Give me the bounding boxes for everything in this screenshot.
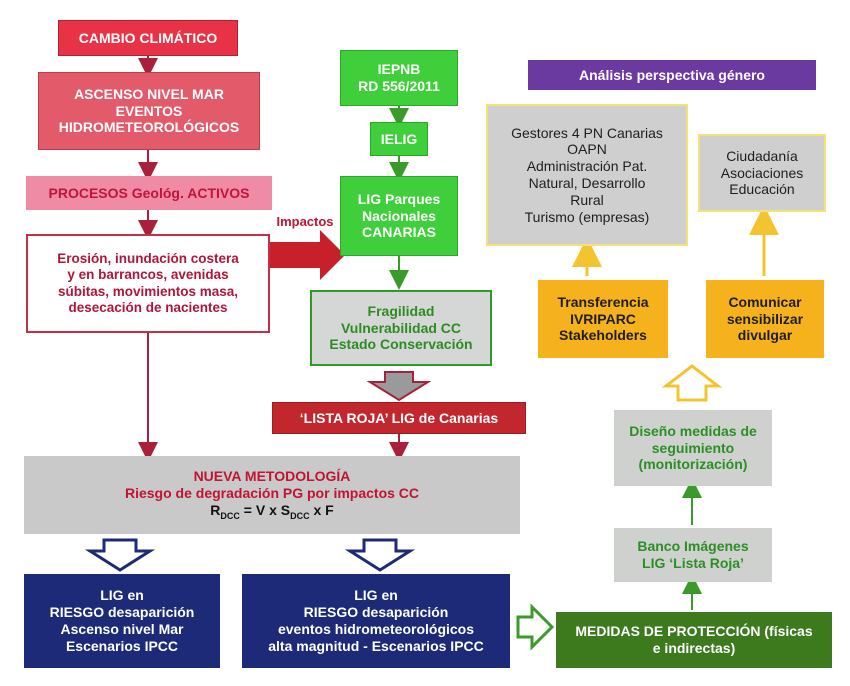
metodologia-subtitle: Riesgo de degradación PG por impactos CC: [124, 485, 420, 502]
impactos-text: Impactos: [276, 214, 334, 230]
yellow-up-arrow: [661, 364, 723, 402]
lig-pn-line-3: CANARIAS: [362, 224, 436, 241]
impactos-label: Impactos: [270, 212, 340, 232]
ascenso-eventos-box: ASCENSO NIVEL MAR EVENTOS HIDROMETEOROLÓ…: [38, 72, 260, 150]
diseno-line-2: seguimiento: [651, 439, 735, 456]
green-right-arrow: [516, 603, 555, 651]
diseno-box: Diseño medidas de seguimiento (monitoriz…: [614, 410, 772, 486]
fragilidad-line-2: Vulnerabilidad CC: [340, 319, 462, 336]
metodologia-box: NUEVA METODOLOGÍA Riesgo de degradación …: [24, 456, 520, 534]
riesgo-mar-line-4: Escenarios IPCC: [65, 637, 179, 654]
ascenso-line-3: HIDROMETEOROLÓGICOS: [58, 119, 240, 136]
medidas-line-1: MEDIDAS DE PROTECCIÓN (físicas: [575, 623, 813, 640]
navy-down-arrow-left: [84, 538, 156, 572]
transferencia-line-1: Transferencia: [557, 293, 649, 310]
transferencia-line-3: Stakeholders: [559, 327, 647, 344]
riesgo-mar-box: LIG en RIESGO desaparición Ascenso nivel…: [24, 574, 220, 668]
ascenso-line-1: ASCENSO NIVEL MAR: [74, 85, 224, 102]
procesos-label: PROCESOS Geológ. ACTIVOS: [48, 184, 250, 201]
riesgo-eventos-line-2: RIESGO desaparición: [303, 604, 449, 621]
riesgo-eventos-box: LIG en RIESGO desaparición eventos hidro…: [242, 574, 510, 668]
navy-down-arrow-right: [344, 538, 416, 572]
fragilidad-line-3: Estado Conservación: [329, 336, 473, 353]
gestores-line-4: Natural, Desarrollo: [528, 175, 646, 191]
iepnb-line-2: RD 556/2011: [358, 78, 440, 94]
lista-roja-box: ‘LISTA ROJA’ LIG de Canarias: [272, 402, 526, 434]
impactos-arrow: [268, 230, 345, 280]
banco-line-1: Banco Imágenes: [637, 538, 749, 555]
ielig-label: IELIG: [380, 130, 418, 147]
riesgo-mar-line-3: Ascenso nivel Mar: [60, 621, 184, 637]
gestores-line-3: Administración Pat.: [526, 158, 648, 175]
banco-box: Banco Imágenes LIG ‘Lista Roja’: [614, 528, 772, 582]
genero-box: Análisis perspectiva género: [528, 60, 816, 90]
gestores-line-6: Turismo (empresas): [524, 208, 650, 225]
gray-down-arrow: [366, 371, 432, 402]
fragilidad-line-1: Fragilidad: [367, 302, 435, 319]
cambio-climatico-label: CAMBIO CLIMÁTICO: [78, 29, 218, 46]
gestores-line-1: Gestores 4 PN Canarias: [511, 124, 663, 141]
diseno-line-3: (monitorización): [638, 456, 748, 473]
iepnb-box: IEPNB RD 556/2011: [340, 50, 458, 106]
erosion-line-4: desecación de nacientes: [68, 299, 228, 315]
transferencia-box: Transferencia IVRIPARC Stakeholders: [538, 280, 668, 358]
gestores-line-2: OAPN: [567, 141, 607, 158]
comunicar-line-2: sensibilizar: [726, 310, 804, 327]
riesgo-eventos-line-3: eventos hidrometeorológicos: [277, 621, 475, 637]
riesgo-mar-line-2: RIESGO desaparición: [49, 604, 195, 621]
diseno-line-1: Diseño medidas de: [629, 422, 757, 439]
metodologia-formula: RDCC = V x SDCC x F: [210, 502, 334, 521]
gestores-box: Gestores 4 PN Canarias OAPN Administraci…: [486, 104, 688, 246]
erosion-line-1: Erosión, inundación costera: [57, 251, 239, 267]
comunicar-line-1: Comunicar: [728, 293, 802, 310]
banco-line-2: LIG ‘Lista Roja’: [642, 555, 744, 571]
gestores-line-5: Rural: [570, 191, 604, 208]
ciudadania-line-3: Educación: [729, 181, 795, 198]
lig-pn-line-2: Nacionales: [362, 207, 436, 224]
medidas-line-2: e indirectas): [652, 640, 736, 656]
medidas-box: MEDIDAS DE PROTECCIÓN (físicas e indirec…: [556, 612, 832, 668]
comunicar-line-3: divulgar: [737, 327, 793, 344]
erosion-line-3: súbitas, movimientos masa,: [57, 283, 239, 299]
ielig-box: IELIG: [370, 122, 428, 156]
transferencia-line-2: IVRIPARC: [570, 310, 636, 327]
iepnb-line-1: IEPNB: [377, 61, 421, 78]
ascenso-line-2: EVENTOS: [115, 102, 183, 119]
riesgo-mar-line-1: LIG en: [100, 587, 144, 604]
riesgo-eventos-line-4: alta magnitud - Escenarios IPCC: [268, 637, 484, 654]
lig-pn-line-1: LIG Parques: [357, 190, 441, 207]
cambio-climatico-box: CAMBIO CLIMÁTICO: [58, 20, 238, 56]
erosion-line-2: y en barrancos, avenidas: [67, 267, 229, 283]
ciudadania-line-2: Asociaciones: [720, 164, 804, 181]
lig-parques-box: LIG Parques Nacionales CANARIAS: [340, 176, 458, 256]
ciudadania-box: Ciudadanía Asociaciones Educación: [698, 134, 826, 212]
ciudadania-line-1: Ciudadanía: [726, 147, 798, 164]
riesgo-eventos-line-1: LIG en: [354, 587, 398, 604]
procesos-box: PROCESOS Geológ. ACTIVOS: [26, 176, 272, 210]
metodologia-title: NUEVA METODOLOGÍA: [193, 468, 351, 485]
fragilidad-box: Fragilidad Vulnerabilidad CC Estado Cons…: [310, 290, 492, 366]
erosion-box: Erosión, inundación costera y en barranc…: [26, 234, 270, 333]
genero-label: Análisis perspectiva género: [579, 66, 765, 83]
comunicar-box: Comunicar sensibilizar divulgar: [706, 280, 824, 358]
lista-roja-label: ‘LISTA ROJA’ LIG de Canarias: [299, 409, 499, 426]
